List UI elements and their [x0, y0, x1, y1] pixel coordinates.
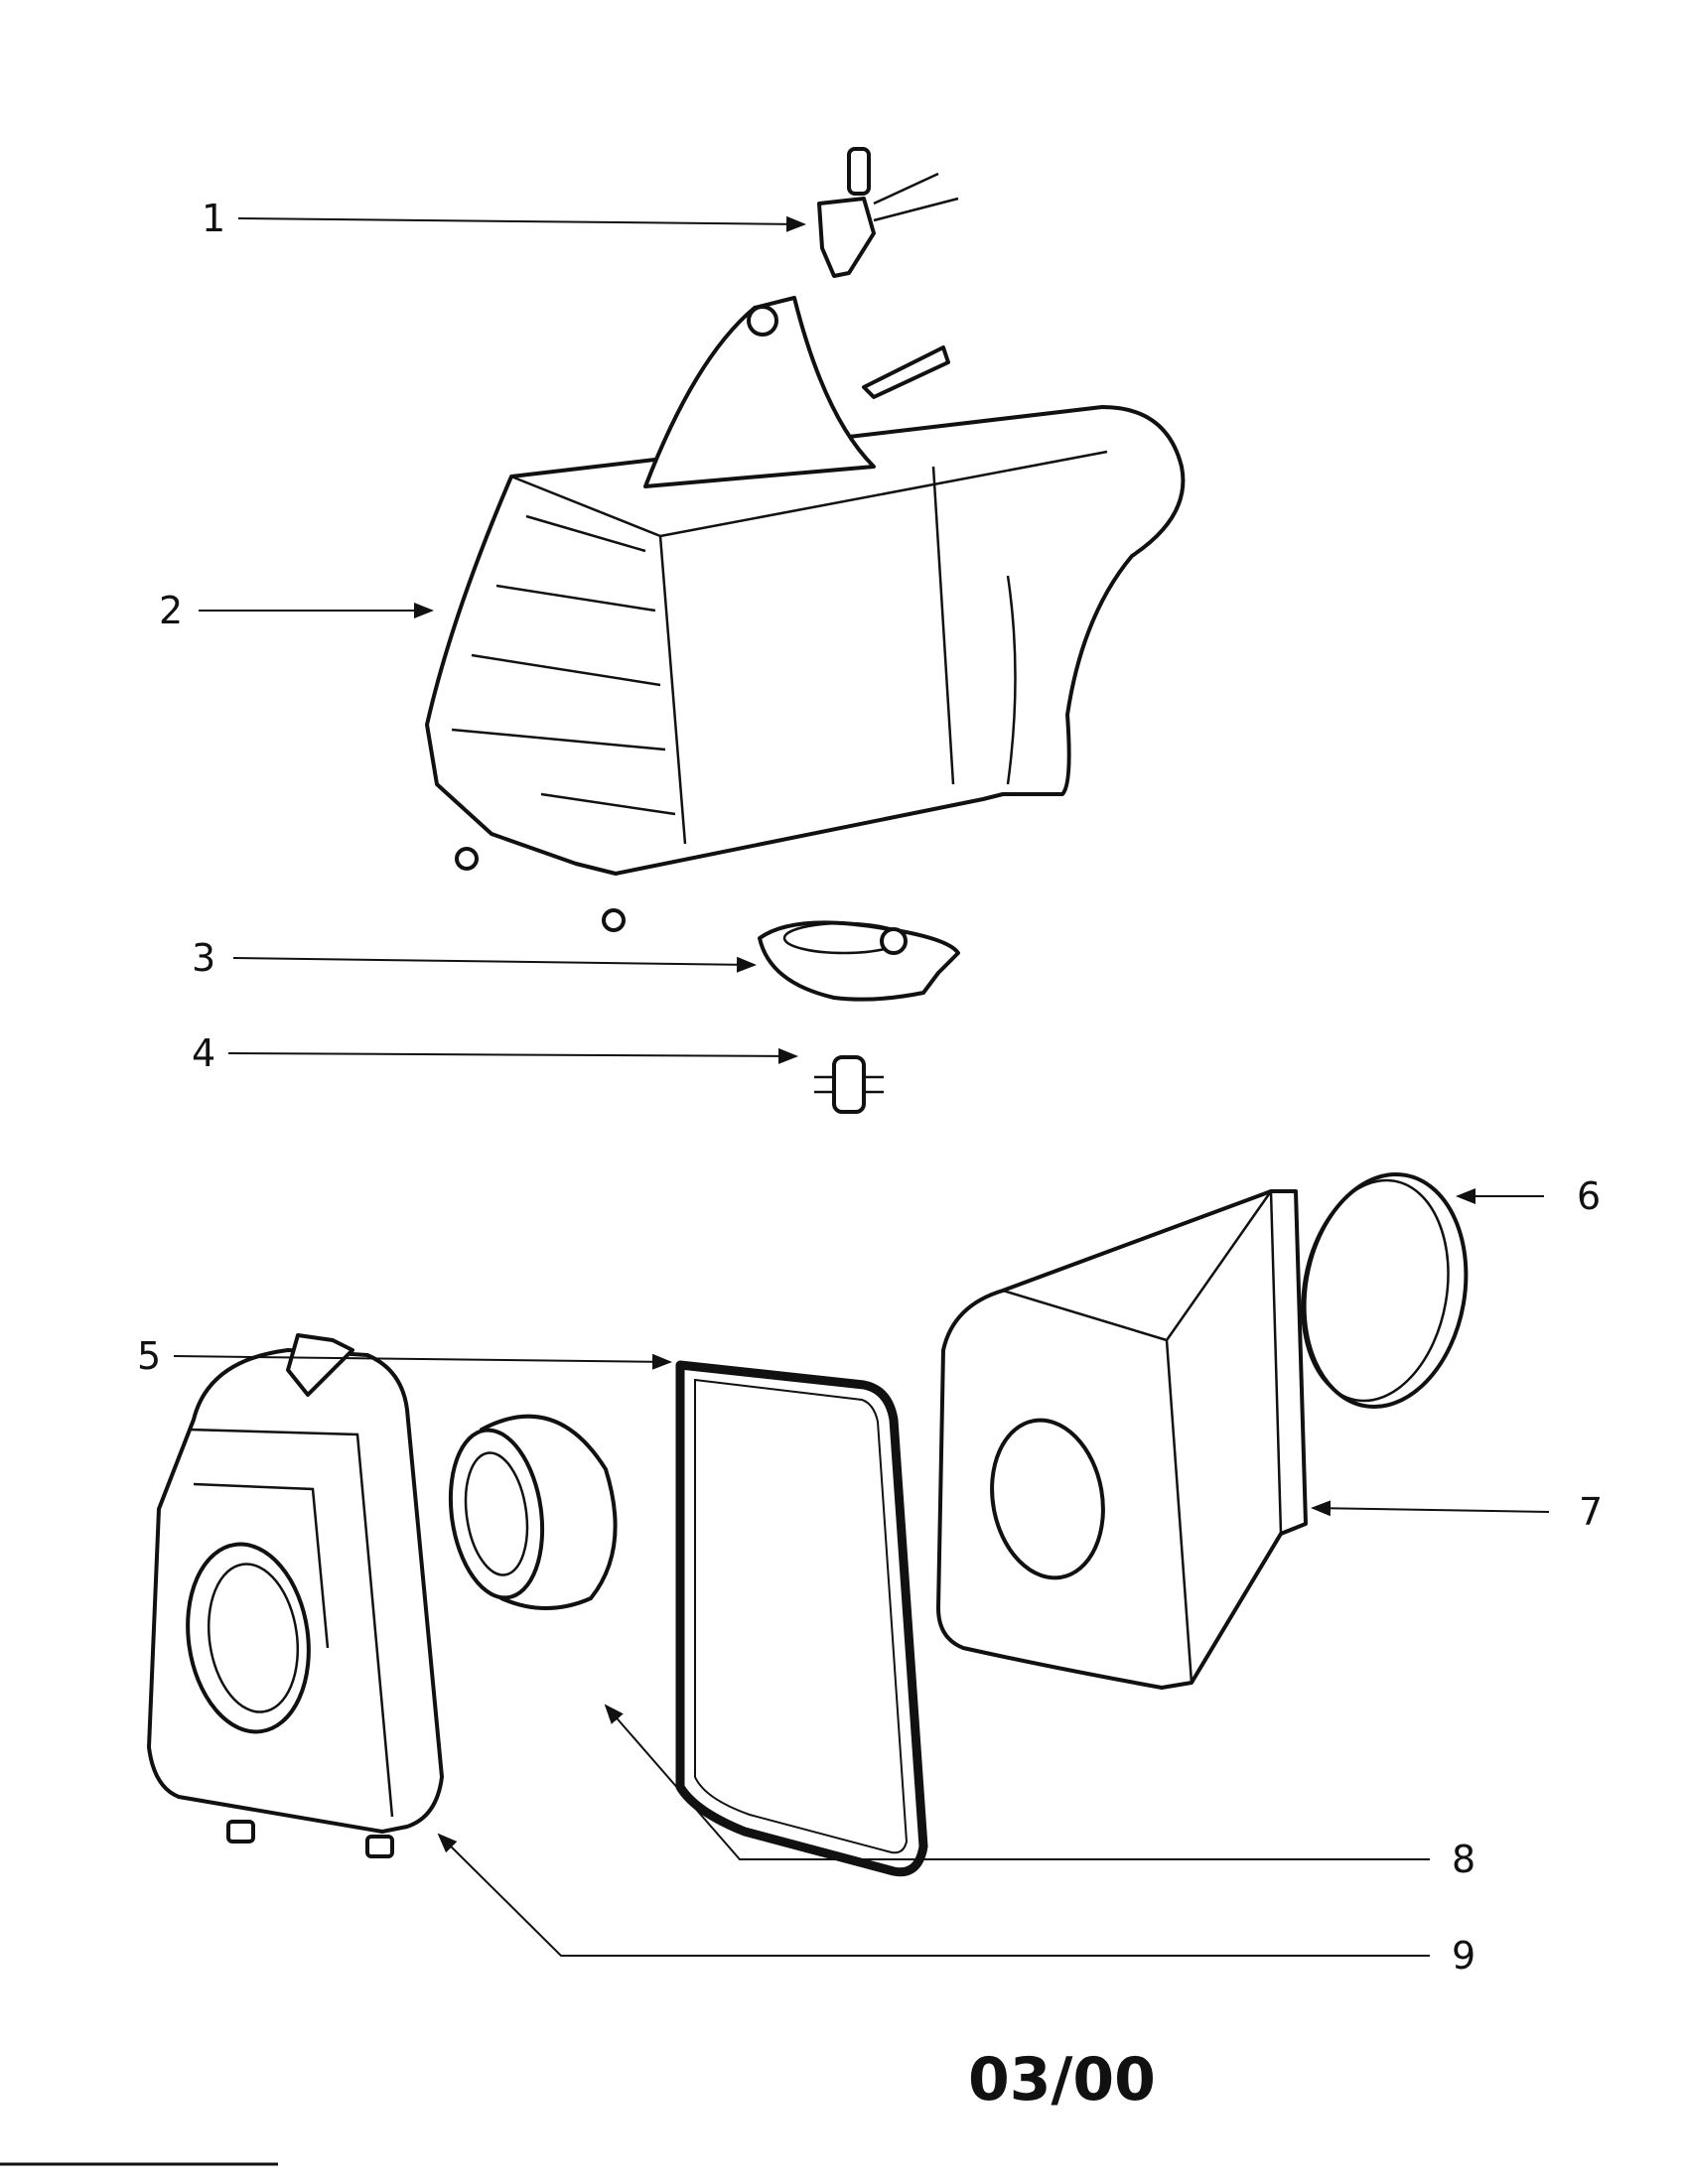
- callout-number-7: 7: [1579, 1490, 1603, 1534]
- part-9-front-cover: [147, 1333, 444, 1858]
- part-4-wheel: [814, 1055, 884, 1114]
- leader-line-4: [227, 1047, 798, 1064]
- part-8-collar: [448, 1414, 618, 1610]
- leader-line-8: [604, 1704, 1430, 1860]
- part-7-filter-bag: [936, 1189, 1308, 1690]
- callout-number-8: 8: [1452, 1838, 1475, 1881]
- date-code: 03/00: [968, 2045, 1156, 2115]
- callout-number-3: 3: [192, 936, 215, 980]
- leader-line-5: [173, 1353, 672, 1370]
- leader-lines: [173, 215, 1550, 1957]
- part-1-connector: [817, 147, 959, 278]
- callout-number-5: 5: [137, 1334, 161, 1378]
- callout-number-6: 6: [1577, 1174, 1601, 1218]
- part-5-gasket: [675, 1360, 928, 1877]
- part-6-round-filter: [1301, 1171, 1469, 1410]
- leader-line-1: [237, 215, 806, 232]
- callout-number-9: 9: [1452, 1934, 1475, 1978]
- callout-number-1: 1: [202, 197, 225, 240]
- leader-line-9: [437, 1833, 1430, 1957]
- part-3-cup: [758, 920, 960, 1002]
- callout-number-4: 4: [192, 1031, 215, 1075]
- leader-line-7: [1311, 1500, 1550, 1517]
- leader-line-3: [232, 956, 757, 973]
- callout-number-2: 2: [159, 589, 183, 632]
- part-2-housing: [425, 296, 1186, 932]
